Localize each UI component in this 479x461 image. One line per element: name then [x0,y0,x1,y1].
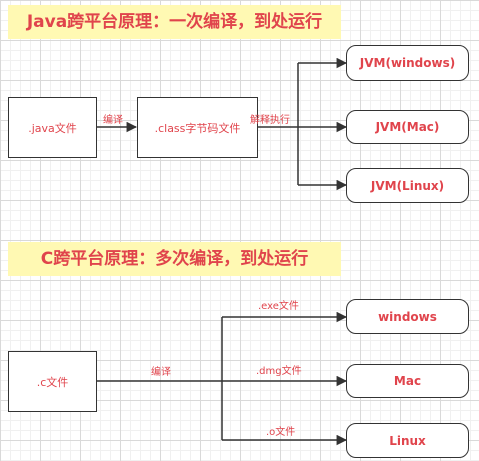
jvm-windows-label: JVM(windows) [359,56,456,70]
c-compile-label: 编译 [151,367,171,378]
jvm-linux-node: JVM(Linux) [346,168,469,203]
java-source-label: .java文件 [28,121,77,135]
java-section-title: Java跨平台原理：一次编译，到处运行 [8,5,341,39]
jvm-mac-node: JVM(Mac) [346,110,469,144]
mac-label: Mac [393,374,422,388]
windows-node: windows [346,299,469,334]
linux-label: Linux [389,433,426,448]
class-bytecode-label: .class字节码文件 [154,121,241,135]
interpret-label: 解释执行 [250,115,290,126]
dmg-file-label: .dmg文件 [256,366,302,377]
jvm-mac-label: JVM(Mac) [375,120,440,134]
jvm-windows-node: JVM(windows) [346,45,469,81]
exe-file-label: .exe文件 [258,301,299,312]
windows-label: windows [378,309,437,324]
mac-node: Mac [346,364,469,398]
jvm-linux-label: JVM(Linux) [370,178,445,193]
java-compile-label: 编译 [103,115,123,126]
o-file-label: .o文件 [266,427,296,438]
c-source-node: .c文件 [8,351,97,412]
class-bytecode-node: .class字节码文件 [137,97,258,158]
java-source-node: .java文件 [8,97,97,158]
linux-node: Linux [346,423,469,458]
c-section-title: C跨平台原理：多次编译，到处运行 [8,242,341,276]
c-source-label: .c文件 [36,375,69,389]
